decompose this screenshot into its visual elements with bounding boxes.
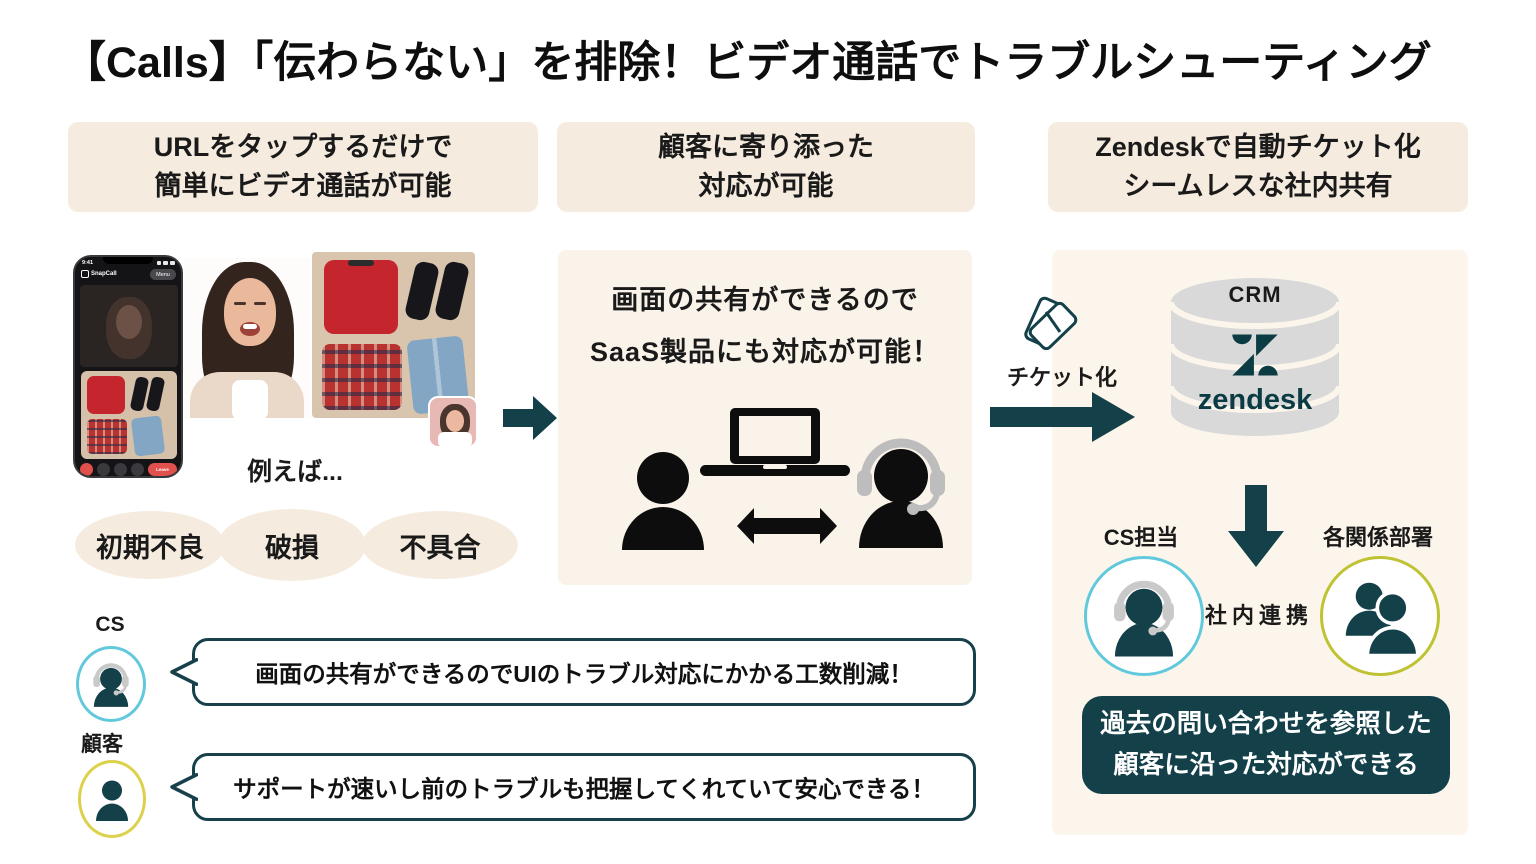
photo-plaid-shirt [87, 419, 127, 454]
testimonial-cs-speaker: CS [95, 613, 125, 636]
dept-avatar [1320, 556, 1440, 676]
video-call-photo [184, 258, 310, 418]
testimonial-customer-bubble: サポートが速いし前のトラブルも把握してくれていて安心できる！ [170, 753, 976, 821]
snapcall-logo-icon [81, 270, 89, 278]
ticket-icon [1024, 296, 1078, 351]
cs-avatar [76, 646, 146, 722]
clothes-plaid-shirt [322, 344, 402, 410]
badge-initial-defect: 初期不良 [75, 511, 225, 579]
photo-tee [232, 380, 268, 418]
photo-eye [234, 302, 246, 305]
benefit-box: 過去の問い合わせを参照した 顧客に沿った対応ができる [1082, 696, 1450, 794]
dept-label: 各関係部署 [1322, 525, 1433, 550]
header-left: URLをタップするだけで 簡単にビデオ通話が可能 [68, 122, 538, 212]
header-right-line1: Zendeskで自動チケット化 [1095, 131, 1421, 162]
phone-mockup: 9:41 SnapCall Menu [73, 255, 183, 478]
customer-avatar [78, 760, 146, 838]
mic-button-icon [80, 463, 93, 476]
badge-damage: 破損 [218, 509, 366, 581]
zendesk-logo-icon [1232, 334, 1278, 376]
clothes-boot [433, 260, 471, 322]
page-title: 【Calls】「伝わらない」を排除！ビデオ通話でトラブルシューティング [63, 39, 1432, 87]
photo-eye [254, 302, 266, 305]
internal-link-label: 社内連携 [1204, 603, 1313, 628]
phone-status-time: 9:41 [82, 260, 94, 266]
middle-body-line1: 画面の共有ができるので [611, 285, 919, 315]
block-arrow-down-icon [1228, 485, 1284, 567]
header-middle-line1: 顧客に寄り添った [658, 131, 874, 162]
phone-video-area [80, 285, 178, 367]
middle-body-line2: SaaS製品にも対応が可能！ [589, 337, 941, 367]
header-right-line2: シームレスな社内共有 [1123, 171, 1393, 201]
leave-button: Leave [148, 463, 177, 476]
database-icon [1168, 278, 1342, 436]
status-icons [157, 261, 175, 265]
testimonial-customer-speaker: 顧客 [81, 733, 123, 756]
testimonial-customer-text: サポートが速いし前のトラブルも把握してくれていて安心できる！ [233, 776, 935, 802]
person-icon [96, 780, 128, 821]
clothes-sweater [324, 260, 398, 334]
phone-shared-photo [81, 371, 177, 459]
bubble-tail [170, 658, 198, 686]
zendesk-wordmark: zendesk [1197, 384, 1313, 416]
selfie-face [446, 410, 464, 432]
selfie-top [438, 432, 472, 446]
snapcall-app-name: SnapCall [91, 271, 117, 277]
snapcall-logo: SnapCall [81, 270, 117, 278]
badge-malfunction: 不具合 [362, 511, 518, 579]
two-person-icon [1345, 582, 1420, 658]
cs-role-label: CS担当 [1103, 525, 1179, 550]
cs-role-avatar [1084, 556, 1204, 676]
clothes-photo [312, 252, 475, 418]
laptop-icon [700, 408, 850, 476]
block-arrow-right-icon [990, 392, 1135, 442]
benefit-line1: 過去の問い合わせを参照した [1100, 709, 1432, 738]
headset-person-icon [857, 438, 945, 548]
double-arrow-icon [737, 508, 837, 544]
phone-notch [103, 257, 153, 264]
header-middle: 顧客に寄り添った 対応が可能 [557, 122, 975, 212]
phone-call-controls: Leave [80, 463, 180, 476]
benefit-line2: 顧客に沿った対応ができる [1113, 751, 1419, 779]
header-left-line2: 簡単にビデオ通話が可能 [154, 171, 452, 201]
headset-person-icon [93, 663, 129, 707]
clothes-boot [403, 260, 441, 322]
person-icon [622, 452, 704, 550]
header-left-line1: URLをタップするだけで [153, 131, 453, 162]
ticketing-label: チケット化 [1006, 365, 1117, 390]
photo-sweater [87, 376, 125, 414]
phone-menu-button: Menu [150, 269, 176, 280]
camera-button-icon [97, 463, 110, 476]
clothes-sweater-collar [348, 260, 374, 266]
video-person-face [116, 305, 142, 339]
testimonial-cs-text: 画面の共有ができるのでUIのトラブル対応にかかる工数削減！ [255, 661, 913, 687]
bubble-tail [170, 773, 198, 801]
headset-person-icon [1114, 580, 1174, 657]
header-right: Zendeskで自動チケット化 シームレスな社内共有 [1048, 122, 1468, 212]
photo-teeth [243, 324, 257, 329]
example-label: 例えば... [247, 458, 343, 486]
emoji-button-icon [114, 463, 127, 476]
selfie-thumbnail [428, 396, 478, 448]
header-middle-line2: 対応が可能 [698, 171, 834, 201]
testimonial-cs-bubble: 画面の共有ができるのでUIのトラブル対応にかかる工数削減！ [170, 638, 976, 706]
flip-camera-button-icon [131, 463, 144, 476]
block-arrow-right-icon [503, 396, 557, 440]
photo-jeans [130, 415, 166, 457]
crm-label: CRM [1228, 282, 1282, 307]
